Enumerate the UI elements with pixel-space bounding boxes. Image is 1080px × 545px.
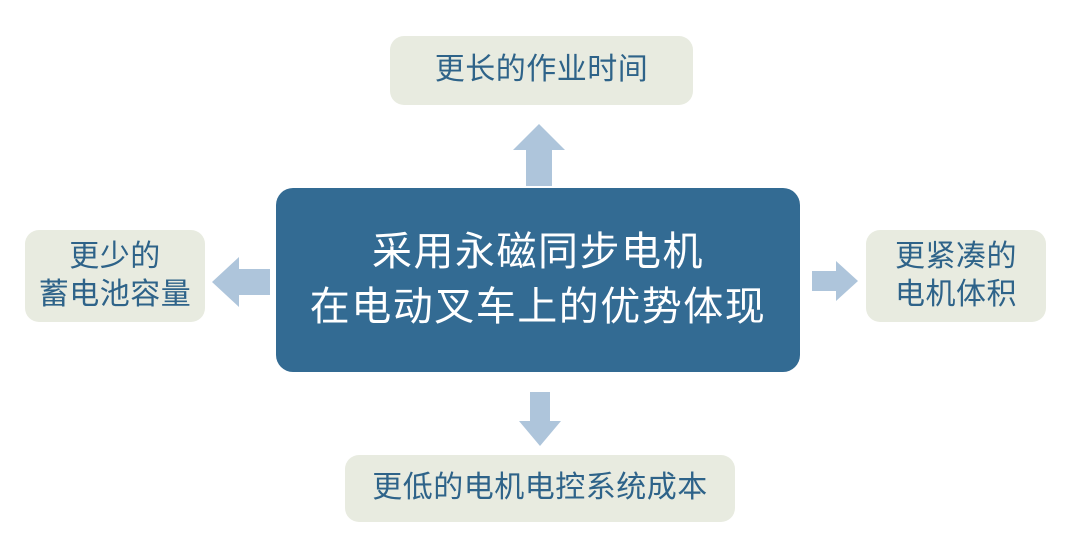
center-node-line-2: 在电动叉车上的优势体现 [309,285,767,329]
benefit-node-bottom: 更低的电机电控系统成本 [345,455,735,522]
benefit-node-right-line-1: 更紧凑的 [895,239,1017,273]
benefit-node-left: 更少的 蓄电池容量 [25,230,205,322]
center-node: 采用永磁同步电机 在电动叉车上的优势体现 [276,188,800,372]
center-node-line-1: 采用永磁同步电机 [372,229,704,274]
arrow-down-icon [519,392,561,446]
benefit-node-bottom-line-1: 更低的电机电控系统成本 [372,471,708,505]
arrow-right-icon [812,261,858,301]
benefit-node-right: 更紧凑的 电机体积 [866,230,1046,322]
arrow-up-icon [513,124,565,186]
arrow-left-icon [212,257,270,307]
benefit-node-top: 更长的作业时间 [390,36,693,105]
benefit-node-left-line-2: 蓄电池容量 [38,278,192,311]
benefit-node-top-line-1: 更长的作业时间 [434,53,649,87]
benefit-node-left-line-1: 更少的 [69,239,161,273]
benefit-node-right-line-2: 电机体积 [895,278,1017,311]
